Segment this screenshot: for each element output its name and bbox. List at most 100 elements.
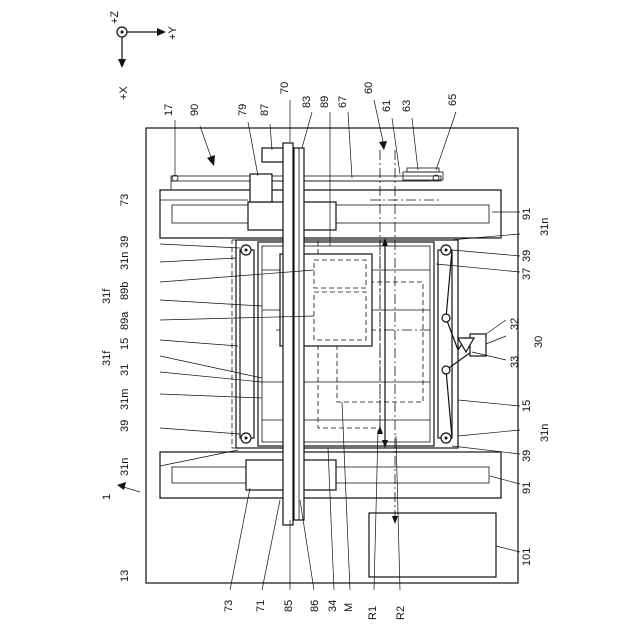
leader bbox=[160, 340, 238, 346]
label-15-right: 15 bbox=[521, 400, 533, 412]
leader bbox=[392, 118, 400, 174]
tension-roller bbox=[442, 366, 450, 374]
label-86: 86 bbox=[309, 600, 321, 612]
label-37: 37 bbox=[521, 268, 533, 280]
leader bbox=[302, 112, 312, 148]
label-34: 34 bbox=[327, 600, 339, 612]
label-60: 60 bbox=[363, 82, 375, 94]
label-31n-b: 31n bbox=[119, 458, 131, 476]
leader bbox=[486, 320, 506, 334]
guide-left bbox=[240, 250, 254, 438]
label-73-top: 73 bbox=[119, 194, 131, 206]
label-67: 67 bbox=[337, 96, 349, 108]
leader bbox=[458, 400, 520, 406]
drive-unit-65 bbox=[407, 168, 439, 172]
label-31n-a: 31n bbox=[119, 252, 131, 270]
leader-arrowhead bbox=[207, 155, 215, 166]
label-32: 32 bbox=[509, 318, 521, 330]
leader bbox=[436, 264, 520, 272]
leader bbox=[160, 258, 236, 262]
label-89b: 89b bbox=[119, 282, 131, 300]
base-plate bbox=[146, 128, 518, 583]
leader bbox=[160, 356, 262, 378]
label-83: 83 bbox=[301, 96, 313, 108]
label-91-b: 91 bbox=[521, 482, 533, 494]
label-33: 33 bbox=[509, 356, 521, 368]
roller-39-center bbox=[245, 437, 248, 440]
leader bbox=[200, 126, 212, 160]
unit-101 bbox=[369, 513, 496, 577]
arrowhead bbox=[382, 440, 388, 448]
label-89a: 89a bbox=[119, 311, 131, 330]
label-15-a: 15 bbox=[119, 338, 131, 350]
label-79: 79 bbox=[237, 104, 249, 116]
leader bbox=[348, 112, 352, 178]
label-31: 31 bbox=[119, 364, 131, 376]
leader bbox=[262, 500, 280, 590]
leader-dashed bbox=[160, 428, 240, 434]
axis-x-label: +X bbox=[118, 86, 130, 100]
label-31f-a: 31f bbox=[101, 288, 113, 304]
label-M: M bbox=[343, 603, 355, 612]
leader bbox=[248, 122, 258, 176]
leader bbox=[452, 446, 520, 454]
leader bbox=[452, 250, 520, 256]
label-31n-right-a: 31n bbox=[539, 218, 551, 236]
label-39-right-a: 39 bbox=[521, 250, 533, 262]
label-91-a: 91 bbox=[521, 208, 533, 220]
z-axis-dot bbox=[121, 31, 124, 34]
tension-roller bbox=[442, 314, 450, 322]
axis-z-label: +Z bbox=[109, 11, 121, 24]
roller-39-center bbox=[245, 249, 248, 252]
label-31m: 31m bbox=[119, 389, 131, 410]
label-87: 87 bbox=[259, 104, 271, 116]
arrowhead bbox=[392, 516, 398, 524]
coordinate-axes: +Z +Y +X bbox=[109, 11, 179, 100]
leader bbox=[374, 430, 378, 590]
leader bbox=[160, 300, 262, 306]
y-axis-arrowhead bbox=[157, 28, 166, 36]
leader-dashed bbox=[342, 402, 350, 590]
label-31n-right-b: 31n bbox=[539, 424, 551, 442]
label-71: 71 bbox=[255, 600, 267, 612]
leader bbox=[496, 546, 520, 552]
label-85: 85 bbox=[283, 600, 295, 612]
gantry-70 bbox=[283, 143, 293, 525]
leader-arrowhead bbox=[379, 141, 387, 150]
block-87 bbox=[262, 148, 284, 162]
x-axis-arrowhead bbox=[118, 59, 126, 68]
leader-dashed bbox=[450, 234, 520, 240]
leader bbox=[486, 336, 506, 344]
leader-dashed bbox=[458, 430, 520, 436]
leader-arrowhead bbox=[117, 482, 126, 490]
label-90: 90 bbox=[189, 104, 201, 116]
label-89: 89 bbox=[319, 96, 331, 108]
roller-39-center bbox=[445, 437, 448, 440]
label-13: 13 bbox=[119, 570, 131, 582]
leader bbox=[230, 488, 250, 590]
label-1: 1 bbox=[101, 494, 113, 500]
leader bbox=[300, 500, 314, 590]
leader bbox=[490, 476, 520, 484]
label-70: 70 bbox=[279, 82, 291, 94]
label-65: 65 bbox=[447, 94, 459, 106]
leader bbox=[160, 372, 262, 382]
roller-39-center bbox=[445, 249, 448, 252]
label-61: 61 bbox=[381, 100, 393, 112]
tensioner-32 bbox=[470, 334, 486, 356]
label-39-b: 39 bbox=[119, 420, 131, 432]
leader bbox=[160, 394, 262, 398]
label-73-bottom: 73 bbox=[223, 600, 235, 612]
label-101: 101 bbox=[521, 548, 533, 566]
label-R2: R2 bbox=[395, 606, 407, 620]
leader bbox=[436, 112, 456, 170]
label-31f-b: 31f bbox=[101, 350, 113, 366]
label-39-right-b: 39 bbox=[521, 450, 533, 462]
rail-17 bbox=[171, 176, 441, 181]
leader bbox=[412, 118, 418, 170]
leader-dashed bbox=[160, 244, 240, 248]
axis-y-label: +Y bbox=[167, 26, 179, 40]
block-79 bbox=[250, 174, 272, 202]
label-30: 30 bbox=[533, 336, 545, 348]
